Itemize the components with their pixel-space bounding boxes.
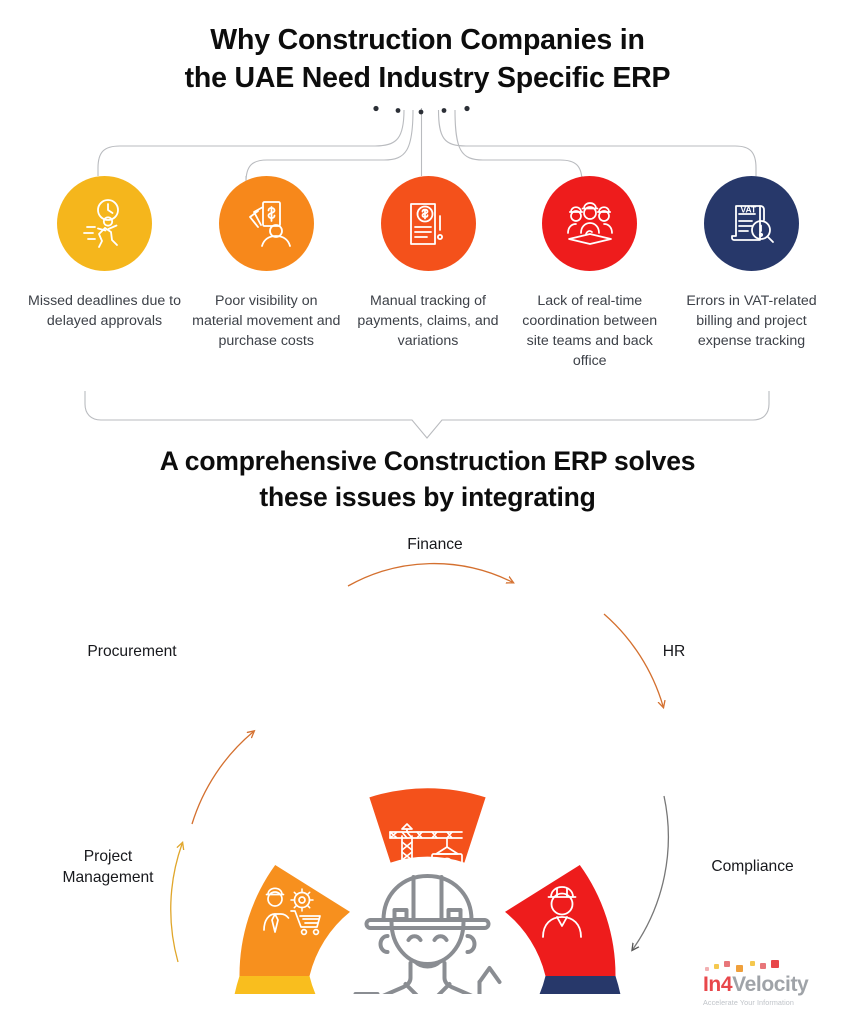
page-title-line-1: Why Construction Companies in	[210, 24, 645, 56]
problem-icon-circle	[380, 176, 476, 271]
wheel-segment-compliance	[539, 976, 621, 994]
arrow-finance	[347, 562, 512, 587]
logo-tagline: Accelerate Your Information	[703, 998, 794, 1007]
logo-dots-decoration	[703, 960, 813, 973]
section-heading-line-1: A comprehensive Construction ERP solves	[159, 446, 696, 476]
problem-icon-circle: VAT	[704, 176, 799, 271]
problem-icon-circle	[57, 176, 152, 271]
problem-card[interactable]: VAT Errors in VAT-related billing and pr…	[675, 176, 828, 351]
wheel-label-hr: HR	[662, 643, 686, 660]
erp-modules-wheel: Finance Procurement HR Project Managemen…	[0, 524, 855, 994]
worker-helmet-icon	[542, 886, 582, 938]
wheel-segment-finance	[369, 788, 486, 863]
section-heading-line-2: these issues by integrating	[259, 481, 596, 512]
invoice-dollar-alert-icon	[410, 202, 444, 245]
site-team-meeting-icon	[566, 201, 613, 245]
problem-icon-circle	[542, 176, 638, 271]
wheel-label-project-management: Project Management	[62, 848, 154, 887]
wheel-label-procurement: Procurement	[87, 643, 177, 660]
problem-label: Manual tracking of payments, claims, and…	[357, 293, 499, 350]
problem-card[interactable]: Manual tracking of payments, claims, and…	[352, 176, 505, 351]
page-title-line-2: the UAE Need Industry Specific ERP	[184, 61, 671, 94]
logo-wordmark: In4Velocity	[703, 974, 831, 995]
connector-dots	[373, 105, 470, 115]
problem-label: Missed deadlines due to delayed approval…	[28, 293, 182, 330]
svg-text:VAT: VAT	[740, 204, 757, 214]
running-person-clock-icon	[82, 198, 119, 248]
page-title: Why Construction Companies in the UAE Ne…	[0, 22, 855, 98]
wheel-segments	[234, 788, 621, 994]
wheel-label-finance: Finance	[407, 536, 463, 553]
arrow-procurement	[191, 732, 253, 825]
wheel-segment-project-management	[234, 976, 316, 994]
wheel-segment-procurement	[239, 865, 350, 976]
problem-icon-circle	[218, 176, 314, 271]
crane-money-icon	[389, 823, 463, 889]
problem-label: Errors in VAT-related billing and projec…	[686, 293, 817, 350]
logo-wordmark-part2: Velocity	[732, 973, 809, 996]
construction-worker-portrait-icon	[353, 874, 502, 994]
wheel-graphic	[170, 562, 669, 994]
logo-wordmark-part1: In4	[703, 973, 733, 996]
problem-label: Lack of real-time coordination between s…	[522, 293, 658, 370]
problem-label: Poor visibility on material movement and…	[192, 293, 341, 350]
arrow-project-management	[170, 844, 182, 963]
cash-visibility-person-icon	[249, 200, 292, 247]
problem-cards-row: Missed deadlines due to delayed approval…	[28, 176, 828, 372]
problem-card[interactable]: Missed deadlines due to delayed approval…	[28, 176, 181, 331]
problem-card[interactable]: Poor visibility on material movement and…	[190, 176, 343, 351]
arrow-hr	[603, 613, 663, 706]
worker-gear-cart-icon	[263, 887, 321, 936]
arrow-compliance	[633, 795, 669, 949]
wheel-label-compliance: Compliance	[711, 858, 794, 875]
problem-card[interactable]: Lack of real-time coordination between s…	[513, 176, 666, 372]
section-heading: A comprehensive Construction ERP solves …	[0, 444, 855, 516]
vat-document-magnifier-icon: VAT	[730, 204, 774, 243]
wheel-segment-hr	[505, 865, 616, 976]
company-logo[interactable]: In4Velocity Accelerate Your Information	[703, 960, 831, 1010]
